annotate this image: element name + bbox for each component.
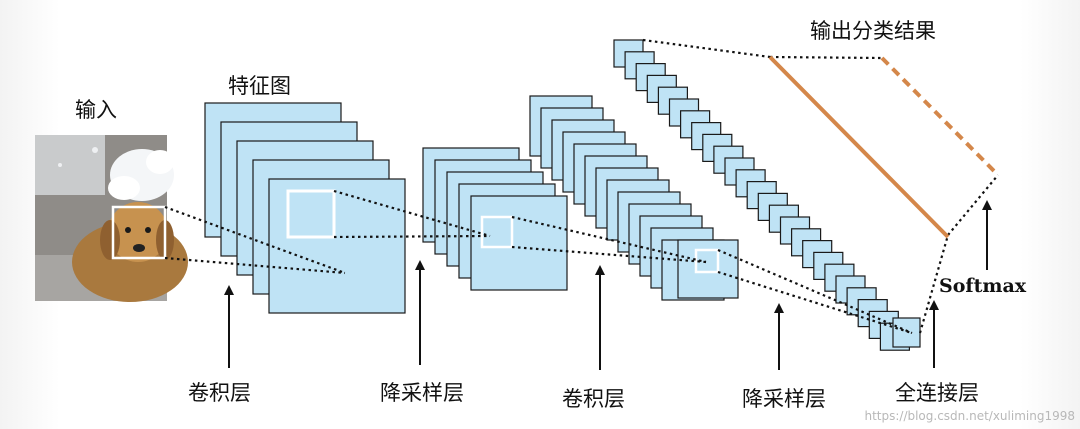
conv2-label: 卷积层 [562,387,625,411]
conv1-label: 卷积层 [188,381,251,405]
pool2-label: 降采样层 [742,387,826,411]
projection-lines [164,38,999,335]
input-image [35,135,188,302]
fc-label: 全连接层 [895,381,979,405]
layer-arrows [224,200,992,370]
watermark: https://blog.csdn.net/xuliming1998 [864,409,1075,423]
conv1-map [268,178,406,314]
input-label: 输入 [75,98,117,122]
fc-output-line [768,55,950,239]
feature-map-stacks [204,39,921,351]
pool2-output-map [677,239,739,299]
pool1-receptive-box [480,215,514,249]
pool1-map [470,195,568,291]
conv1-receptive-box [286,189,336,239]
fc-map [892,317,921,348]
pool1-label: 降采样层 [380,381,464,405]
softmax-label: Softmax [939,275,1027,297]
conv2-receptive-box [694,248,720,274]
output-label: 输出分类结果 [810,19,936,43]
softmax-output-line [880,56,1000,177]
feature-map-label: 特征图 [228,74,291,98]
